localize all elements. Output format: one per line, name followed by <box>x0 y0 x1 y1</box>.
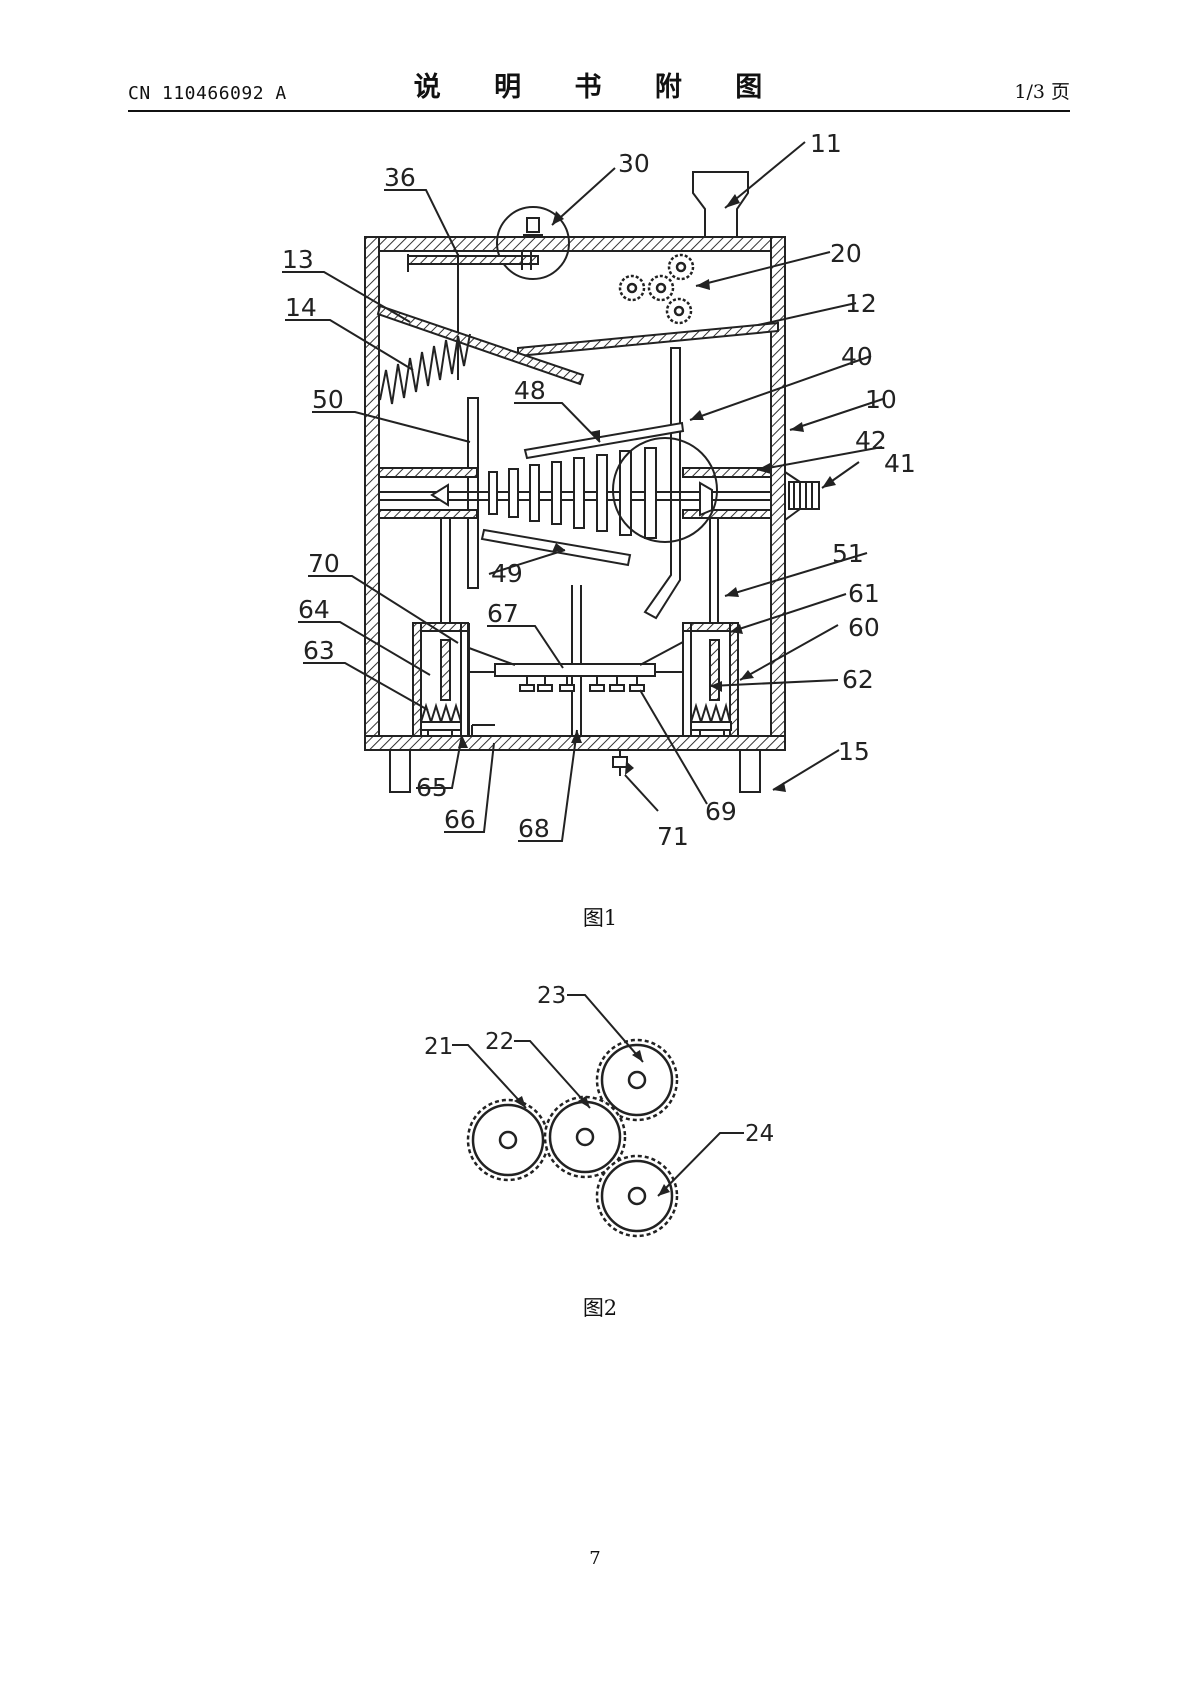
label-42: 42 <box>855 426 887 455</box>
label-14: 14 <box>285 293 317 322</box>
plate-40 <box>643 347 681 620</box>
right-frame-bar-42 <box>682 467 772 478</box>
label-66: 66 <box>444 805 476 834</box>
label-68: 68 <box>518 814 550 843</box>
crushing-blades <box>488 447 657 539</box>
label-48: 48 <box>514 376 546 405</box>
feed-hopper <box>692 171 749 238</box>
label-11: 11 <box>810 129 842 158</box>
page-header: CN 110466092 A 说 明 书 附 图 1/3 页 <box>128 68 1070 112</box>
label-65: 65 <box>416 773 448 802</box>
left-frame-bar <box>378 467 478 478</box>
page-indicator: 1/3 页 <box>1014 81 1070 103</box>
detail-circle <box>612 437 718 543</box>
gear-set-20 <box>618 253 695 325</box>
figure-2-gears <box>466 1038 679 1238</box>
label-41: 41 <box>884 449 916 478</box>
arrowheads-fig2 <box>514 1050 670 1196</box>
nozzles-69 <box>519 676 645 692</box>
leader-lines-fig2 <box>452 994 744 1197</box>
label-61: 61 <box>848 579 880 608</box>
arrowheads-fig1 <box>458 194 836 792</box>
label-50: 50 <box>312 385 344 414</box>
label-49: 49 <box>491 559 523 588</box>
sieve-plate-67 <box>494 663 656 677</box>
label-24: 24 <box>745 1121 774 1147</box>
label-23: 23 <box>537 983 566 1009</box>
label-64: 64 <box>298 595 330 624</box>
upper-chute-12 <box>517 321 779 358</box>
inclined-chute-13 <box>376 304 585 386</box>
label-30: 30 <box>618 149 650 178</box>
label-70: 70 <box>308 549 340 578</box>
label-69: 69 <box>705 797 737 826</box>
figure-2-caption: 图2 <box>582 1296 618 1320</box>
deflector-48 <box>523 421 685 460</box>
label-21: 21 <box>424 1034 453 1060</box>
label-12: 12 <box>845 289 877 318</box>
page-title: 说 明 书 附 图 <box>413 72 785 103</box>
label-62: 62 <box>842 665 874 694</box>
outlet-valve-71 <box>612 756 628 768</box>
patent-number: CN 110466092 A <box>128 83 287 104</box>
label-71: 71 <box>657 822 689 851</box>
page-number: 7 <box>589 1548 601 1569</box>
detail-circle-30 <box>496 206 570 280</box>
gear-21 <box>466 1098 550 1182</box>
right-leg <box>739 749 761 793</box>
label-36: 36 <box>384 163 416 192</box>
label-10: 10 <box>865 385 897 414</box>
label-40: 40 <box>841 342 873 371</box>
figure-1-drawing <box>364 171 820 793</box>
labels-fig2: 23 21 22 24 <box>424 983 774 1147</box>
figure-1-caption: 图1 <box>582 906 618 930</box>
housing-walls <box>364 236 786 751</box>
label-underlines-fig1 <box>282 189 562 842</box>
label-67: 67 <box>487 599 519 628</box>
labels-fig1: 11 30 36 20 13 12 14 40 50 48 10 42 41 4… <box>282 129 916 851</box>
label-63: 63 <box>303 636 335 665</box>
label-51: 51 <box>832 539 864 568</box>
label-22: 22 <box>485 1029 514 1055</box>
gear-23 <box>595 1038 679 1122</box>
spring-14 <box>379 333 471 405</box>
label-15: 15 <box>838 737 870 766</box>
label-60: 60 <box>848 613 880 642</box>
label-20: 20 <box>830 239 862 268</box>
left-leg <box>389 749 411 793</box>
gear-22 <box>543 1095 627 1179</box>
label-13: 13 <box>282 245 314 274</box>
top-rack <box>407 255 539 265</box>
gear-24 <box>595 1154 679 1238</box>
